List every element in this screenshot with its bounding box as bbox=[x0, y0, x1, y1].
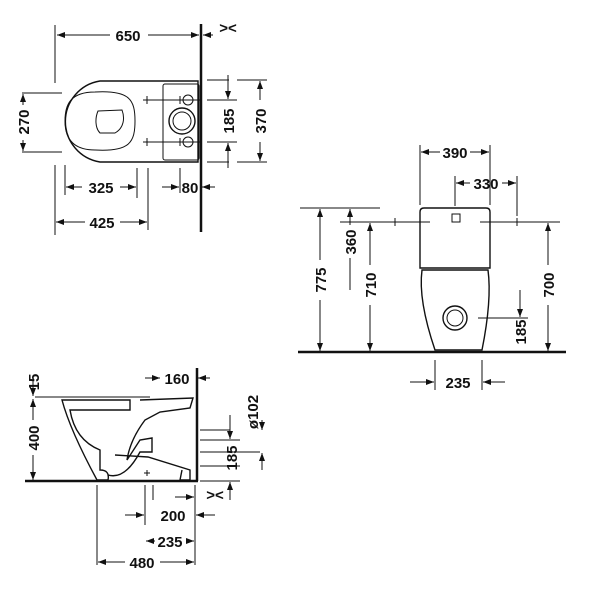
dim-diameter-102: ø102 bbox=[245, 395, 262, 429]
bowl-front bbox=[420, 269, 490, 351]
dim-360: 360 bbox=[343, 229, 360, 254]
dim-370: 370 bbox=[253, 108, 270, 133]
dim-650: 650 bbox=[115, 28, 140, 45]
dim-185-side: 185 bbox=[224, 445, 241, 470]
tank bbox=[419, 207, 491, 269]
dim-425: 425 bbox=[89, 215, 114, 232]
front-view: 390 330 775 360 710 700 185 235 bbox=[298, 145, 566, 392]
dim-400: 400 bbox=[26, 425, 43, 450]
lid-outline bbox=[95, 109, 124, 134]
dim-235-side: 235 bbox=[157, 534, 182, 551]
dim-185-front: 185 bbox=[513, 319, 530, 344]
dim-270: 270 bbox=[16, 109, 33, 134]
dim-330: 330 bbox=[473, 176, 498, 193]
outlet-hole bbox=[168, 107, 196, 135]
dim-710: 710 bbox=[363, 272, 380, 297]
wall-marker-side: >< bbox=[206, 487, 224, 504]
dim-700: 700 bbox=[541, 272, 558, 297]
top-view: 650 >< 270 185 370 325 80 425 bbox=[16, 20, 270, 235]
dim-80: 80 bbox=[182, 180, 199, 197]
dim-775: 775 bbox=[313, 267, 330, 292]
dim-15: 15 bbox=[26, 374, 43, 391]
side-view: 15 400 160 ø102 185 >< 200 235 480 bbox=[25, 368, 265, 572]
seat-outline bbox=[64, 91, 136, 151]
wall-marker: >< bbox=[219, 20, 237, 37]
dim-160: 160 bbox=[164, 371, 189, 388]
dim-325: 325 bbox=[88, 180, 113, 197]
dim-480: 480 bbox=[129, 555, 154, 572]
dim-200: 200 bbox=[160, 508, 185, 525]
dim-185: 185 bbox=[221, 108, 238, 133]
bowl-side bbox=[61, 399, 131, 481]
tank-outline bbox=[162, 83, 200, 161]
dim-235-front: 235 bbox=[445, 375, 470, 392]
dim-390: 390 bbox=[442, 145, 467, 162]
